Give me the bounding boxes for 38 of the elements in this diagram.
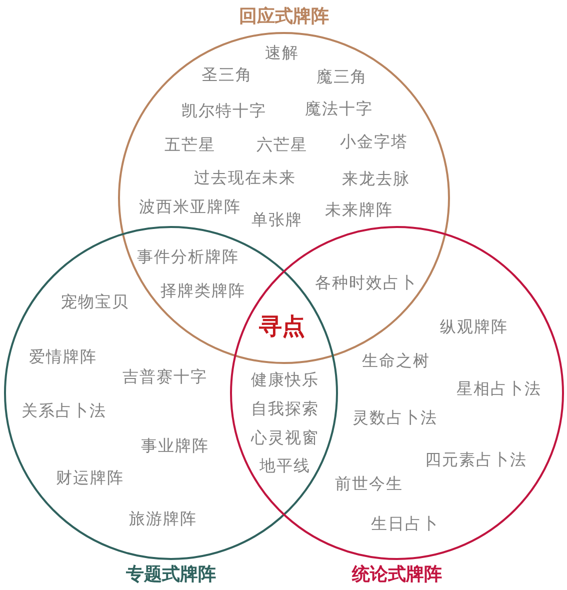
set-item-label: 心灵视窗	[251, 428, 319, 448]
set-item-label: 来龙去脉	[342, 169, 410, 189]
set-item-label: 单张牌	[252, 210, 302, 230]
set-item-label: 波西米亚牌阵	[139, 197, 241, 217]
set-item-label: 关系占卜法	[22, 401, 106, 421]
set-item-label: 各种时效占卜	[315, 273, 417, 293]
set-item-label: 宠物宝贝	[61, 292, 129, 312]
set-item-label: 吉普赛十字	[122, 367, 208, 387]
overlap-label: 寻点	[259, 313, 305, 341]
set-item-label: 旅游牌阵	[129, 509, 197, 529]
set-title: 统论式牌阵	[352, 564, 442, 586]
set-item-label: 生日占卜	[371, 514, 439, 534]
set-item-label: 自我探索	[251, 399, 319, 419]
set-item-label: 生命之树	[362, 351, 430, 371]
set-item-label: 前世今生	[335, 474, 403, 494]
set-item-label: 事件分析牌阵	[137, 247, 239, 267]
set-item-label: 健康快乐	[251, 370, 319, 390]
set-item-label: 小金字塔	[340, 132, 408, 152]
set-item-label: 四元素占卜法	[425, 450, 527, 470]
set-item-label: 未来牌阵	[325, 200, 393, 220]
set-item-label: 圣三角	[202, 65, 252, 85]
set-item-label: 魔法十字	[305, 99, 373, 119]
set-item-label: 凯尔特十字	[182, 101, 266, 121]
set-item-label: 择牌类牌阵	[160, 281, 246, 301]
set-item-label: 过去现在未来	[194, 168, 296, 188]
set-item-label: 魔三角	[316, 67, 368, 87]
set-item-label: 六芒星	[256, 135, 308, 155]
set-title: 专题式牌阵	[126, 564, 216, 586]
set-title: 回应式牌阵	[239, 6, 329, 28]
set-item-label: 纵观牌阵	[440, 317, 508, 337]
set-item-label: 财运牌阵	[56, 468, 124, 488]
set-item-label: 地平线	[260, 456, 310, 476]
set-item-label: 事业牌阵	[141, 436, 209, 456]
set-item-label: 星相占卜法	[456, 379, 542, 399]
set-item-label: 灵数占卜法	[352, 408, 438, 428]
set-item-label: 五芒星	[164, 135, 216, 155]
set-item-label: 爱情牌阵	[29, 347, 97, 367]
set-item-label: 速解	[265, 43, 299, 63]
